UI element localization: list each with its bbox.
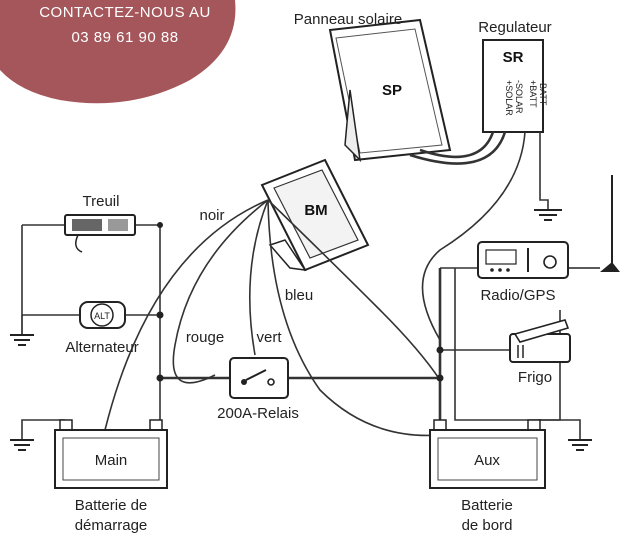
main-battery-caption-2: démarrage: [75, 517, 148, 534]
aux-battery-caption-2: de bord: [462, 517, 513, 534]
winch-caption: Treuil: [83, 193, 120, 210]
wire-label-noir: noir: [199, 207, 224, 224]
badge-line-2: 03 89 61 90 88: [71, 29, 178, 46]
relay: [229, 357, 289, 399]
main-battery-code: Main: [95, 452, 128, 469]
battery-monitor: BM: [260, 158, 370, 272]
ground-symbol-alternator: [10, 315, 34, 346]
regulator-terminal-2: +BATT: [528, 80, 538, 108]
ground-symbol-aux: [538, 419, 592, 451]
solar-panel-caption: Panneau solaire: [294, 11, 402, 28]
solar-panel-code: SP: [382, 82, 402, 99]
alternator-code: ALT: [94, 311, 110, 321]
regulator-code: SR: [503, 49, 524, 66]
badge-line-1: CONTACTEZ-NOUS AU: [39, 4, 211, 21]
solar-panel: SP: [328, 18, 452, 163]
relay-caption: 200A-Relais: [217, 405, 299, 422]
fridge-caption: Frigo: [518, 369, 552, 386]
regulator-terminal-3: -SOLAR: [514, 80, 524, 114]
alternator-caption: Alternateur: [65, 339, 138, 356]
main-battery-caption-1: Batterie de: [75, 497, 148, 514]
aux-battery: Aux: [429, 419, 546, 489]
wire-label-vert: vert: [256, 329, 282, 346]
aux-battery-code: Aux: [474, 452, 500, 469]
winch: [64, 214, 136, 253]
main-battery: Main: [54, 419, 168, 489]
regulator-terminal-1: -BATT: [538, 80, 548, 106]
radio-gps: [477, 241, 569, 279]
alternator: ALT: [79, 301, 126, 329]
antenna-icon: [568, 175, 620, 272]
fridge: [509, 319, 571, 363]
battery-monitor-code: BM: [304, 202, 327, 219]
ground-symbol-regulator: [534, 209, 562, 221]
regulator-terminal-4: +SOLAR: [504, 80, 514, 116]
regulator: SR -BATT +BATT -SOLAR +SOLAR: [482, 39, 548, 133]
aux-battery-caption-1: Batterie: [461, 497, 513, 514]
contact-badge[interactable]: CONTACTEZ-NOUS AU 03 89 61 90 88: [0, 0, 236, 104]
radio-gps-caption: Radio/GPS: [480, 287, 555, 304]
wire-label-bleu: bleu: [285, 287, 313, 304]
regulator-caption: Regulateur: [478, 19, 551, 36]
wire-label-rouge: rouge: [186, 329, 224, 346]
ground-symbol-main: [10, 419, 65, 451]
